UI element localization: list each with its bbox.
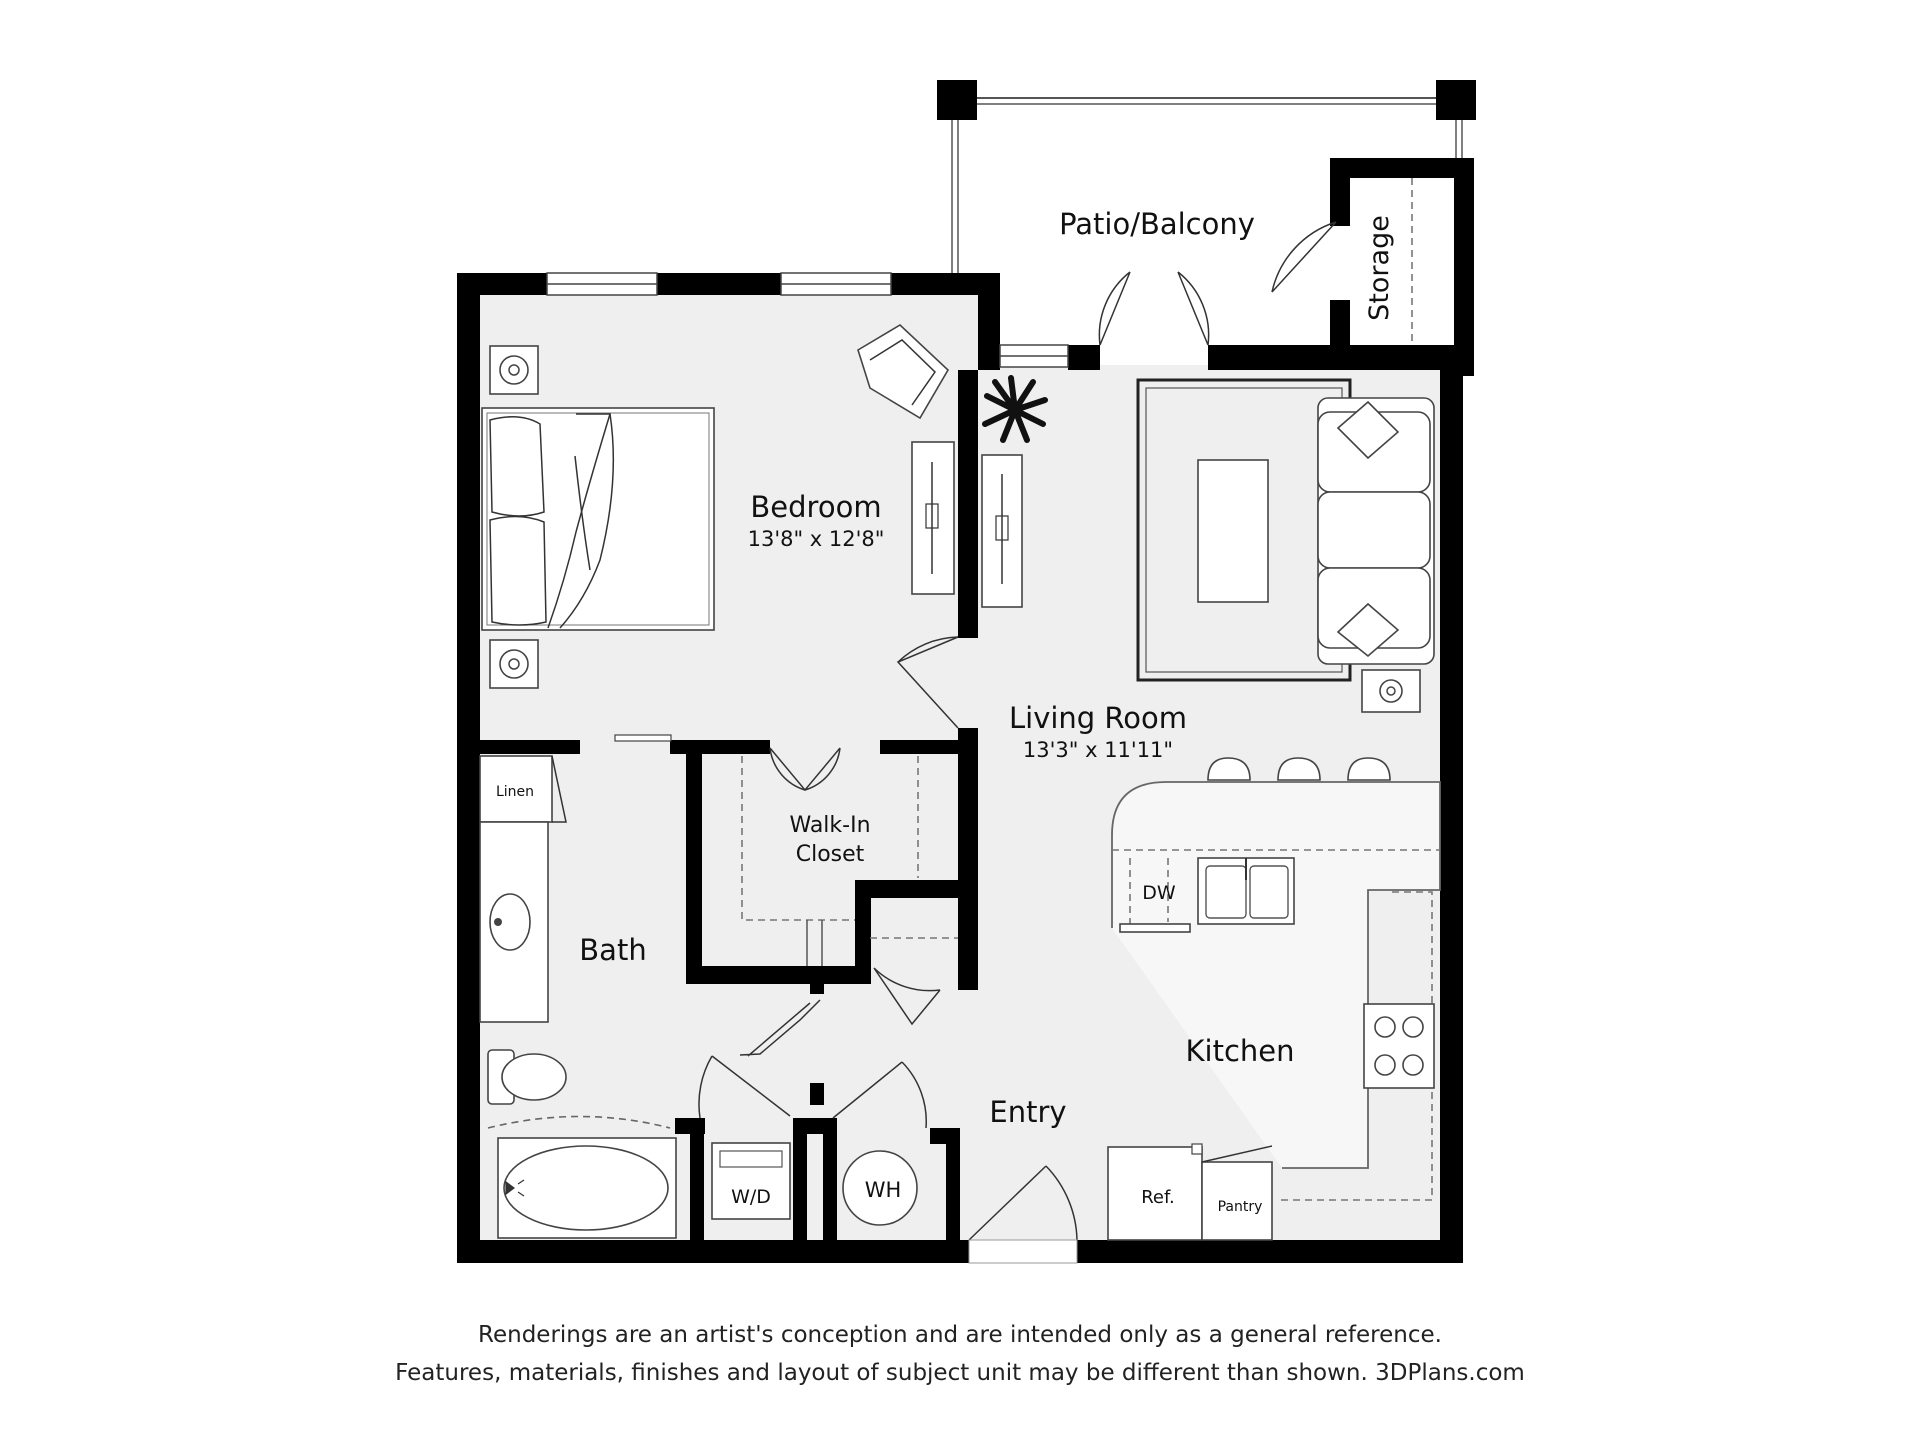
bedroom-label: Bedroom <box>750 490 881 524</box>
closet-label-line1: Walk-In <box>789 813 870 838</box>
interior-walls <box>480 370 978 1240</box>
toilet <box>487 1049 567 1105</box>
plant <box>982 375 1048 443</box>
patio-railing <box>937 80 1476 273</box>
dresser-bedroom <box>911 441 955 595</box>
bed <box>481 407 715 631</box>
bedroom-dims: 13'8" x 12'8" <box>748 527 885 551</box>
living-room-dims: 13'3" x 11'11" <box>1023 738 1173 762</box>
storage-label: Storage <box>1364 215 1395 321</box>
patio-door <box>1098 271 1210 346</box>
pantry-label: Pantry <box>1218 1199 1263 1215</box>
disclaimer-line-1: Renderings are an artist's conception an… <box>478 1322 1442 1348</box>
sofa <box>1317 397 1435 665</box>
closet-label-line2: Closet <box>796 842 865 867</box>
patio-label: Patio/Balcony <box>1059 207 1255 241</box>
kitchen-label: Kitchen <box>1186 1034 1295 1068</box>
vanity <box>479 821 549 1023</box>
wd-label: W/D <box>731 1186 771 1208</box>
linen-label: Linen <box>496 784 534 800</box>
exterior-walls <box>457 273 1463 1263</box>
tv-console <box>981 454 1023 608</box>
windows <box>546 272 1069 368</box>
range <box>1363 1003 1435 1089</box>
doors <box>614 636 1078 1264</box>
ref-label: Ref. <box>1141 1187 1175 1208</box>
wh-label: WH <box>865 1178 902 1202</box>
water-heater <box>842 1150 918 1226</box>
entry-label: Entry <box>989 1095 1066 1129</box>
side-table-living <box>1361 669 1421 713</box>
closet-shelving <box>741 756 958 966</box>
storage-closet <box>1271 158 1474 376</box>
nightstands <box>489 345 539 689</box>
disclaimer-line-2: Features, materials, finishes and layout… <box>395 1360 1525 1386</box>
labels: Patio/Balcony Storage Bedroom 13'8" x 12… <box>496 207 1395 1215</box>
disclaimer: Renderings are an artist's conception an… <box>0 1316 1920 1392</box>
bath-label: Bath <box>579 933 646 967</box>
living-room-label: Living Room <box>1009 701 1187 735</box>
bathtub <box>487 1115 677 1239</box>
washer-dryer <box>711 1142 791 1220</box>
bar-stools <box>1207 757 1391 781</box>
armchair <box>857 324 950 420</box>
fridge-pantry <box>1107 1143 1273 1241</box>
dw-label: DW <box>1142 882 1176 904</box>
kitchen-counter <box>1111 781 1441 1201</box>
sink <box>1197 857 1295 925</box>
